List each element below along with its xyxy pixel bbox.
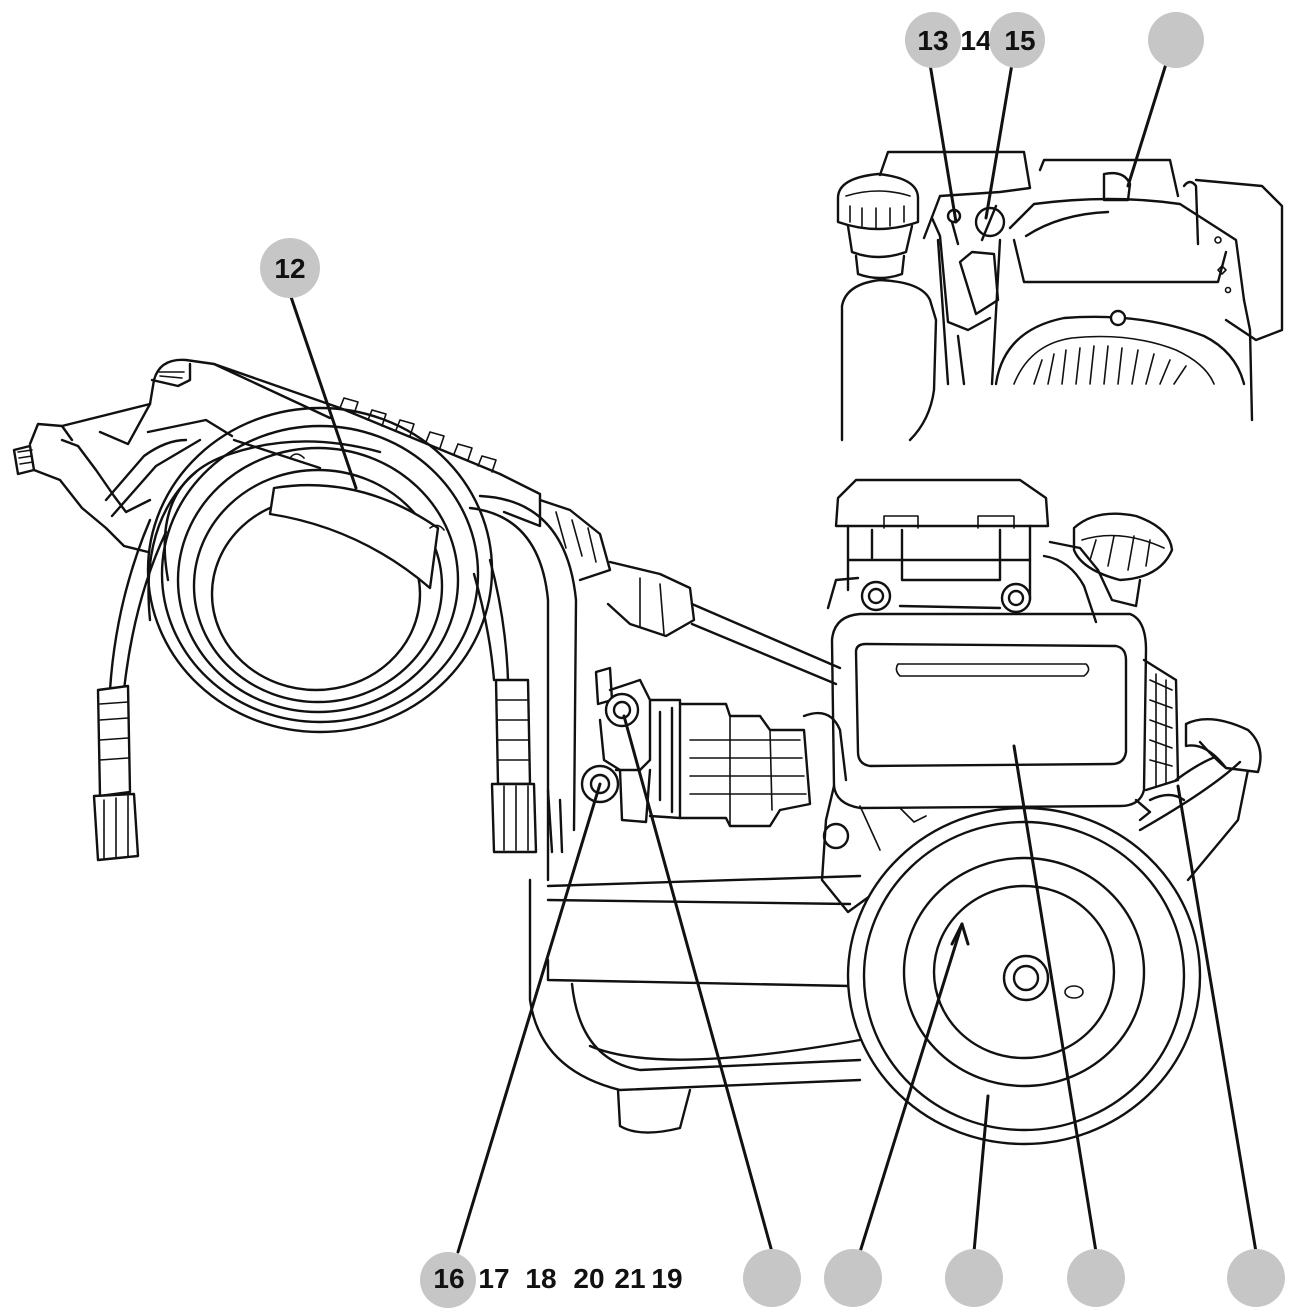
- callout-blank-4: [1067, 1249, 1125, 1307]
- callout-17-label: 17: [478, 1263, 509, 1294]
- callout-16: 16: [420, 1252, 476, 1308]
- callout-blank-2: [824, 1249, 882, 1307]
- hose-coil: [92, 406, 538, 862]
- callout-20: 20: [573, 1263, 604, 1294]
- callout-blank-top-right: [1148, 12, 1204, 68]
- callout-21: 21: [614, 1263, 645, 1294]
- leader-lines: [288, 62, 1258, 1254]
- callout-blank-3: [945, 1249, 1003, 1307]
- callout-blank-1: [743, 1249, 801, 1307]
- wheel: [846, 806, 1202, 1146]
- callout-12: 12: [260, 238, 320, 298]
- callout-18: 18: [525, 1263, 556, 1294]
- callout-14: 14: [960, 25, 992, 56]
- callout-21-label: 21: [614, 1263, 645, 1294]
- callout-18-label: 18: [525, 1263, 556, 1294]
- callout-13-label: 13: [917, 25, 948, 56]
- pump: [580, 666, 848, 828]
- callouts: 12 13 14 15 16 17 18 20 21: [260, 12, 1285, 1308]
- callout-14-label: 14: [960, 25, 992, 56]
- engine-detail-inset: [836, 150, 1284, 442]
- callout-12-label: 12: [274, 253, 305, 284]
- callout-15-label: 15: [1004, 25, 1035, 56]
- callout-19: 19: [651, 1263, 682, 1294]
- callout-blank-5: [1227, 1249, 1285, 1307]
- callout-15: 15: [989, 12, 1045, 68]
- callout-13: 13: [905, 12, 961, 68]
- callout-17: 17: [478, 1263, 509, 1294]
- callout-16-label: 16: [433, 1263, 464, 1294]
- engine: [820, 478, 1186, 914]
- callout-19-label: 19: [651, 1263, 682, 1294]
- callout-20-label: 20: [573, 1263, 604, 1294]
